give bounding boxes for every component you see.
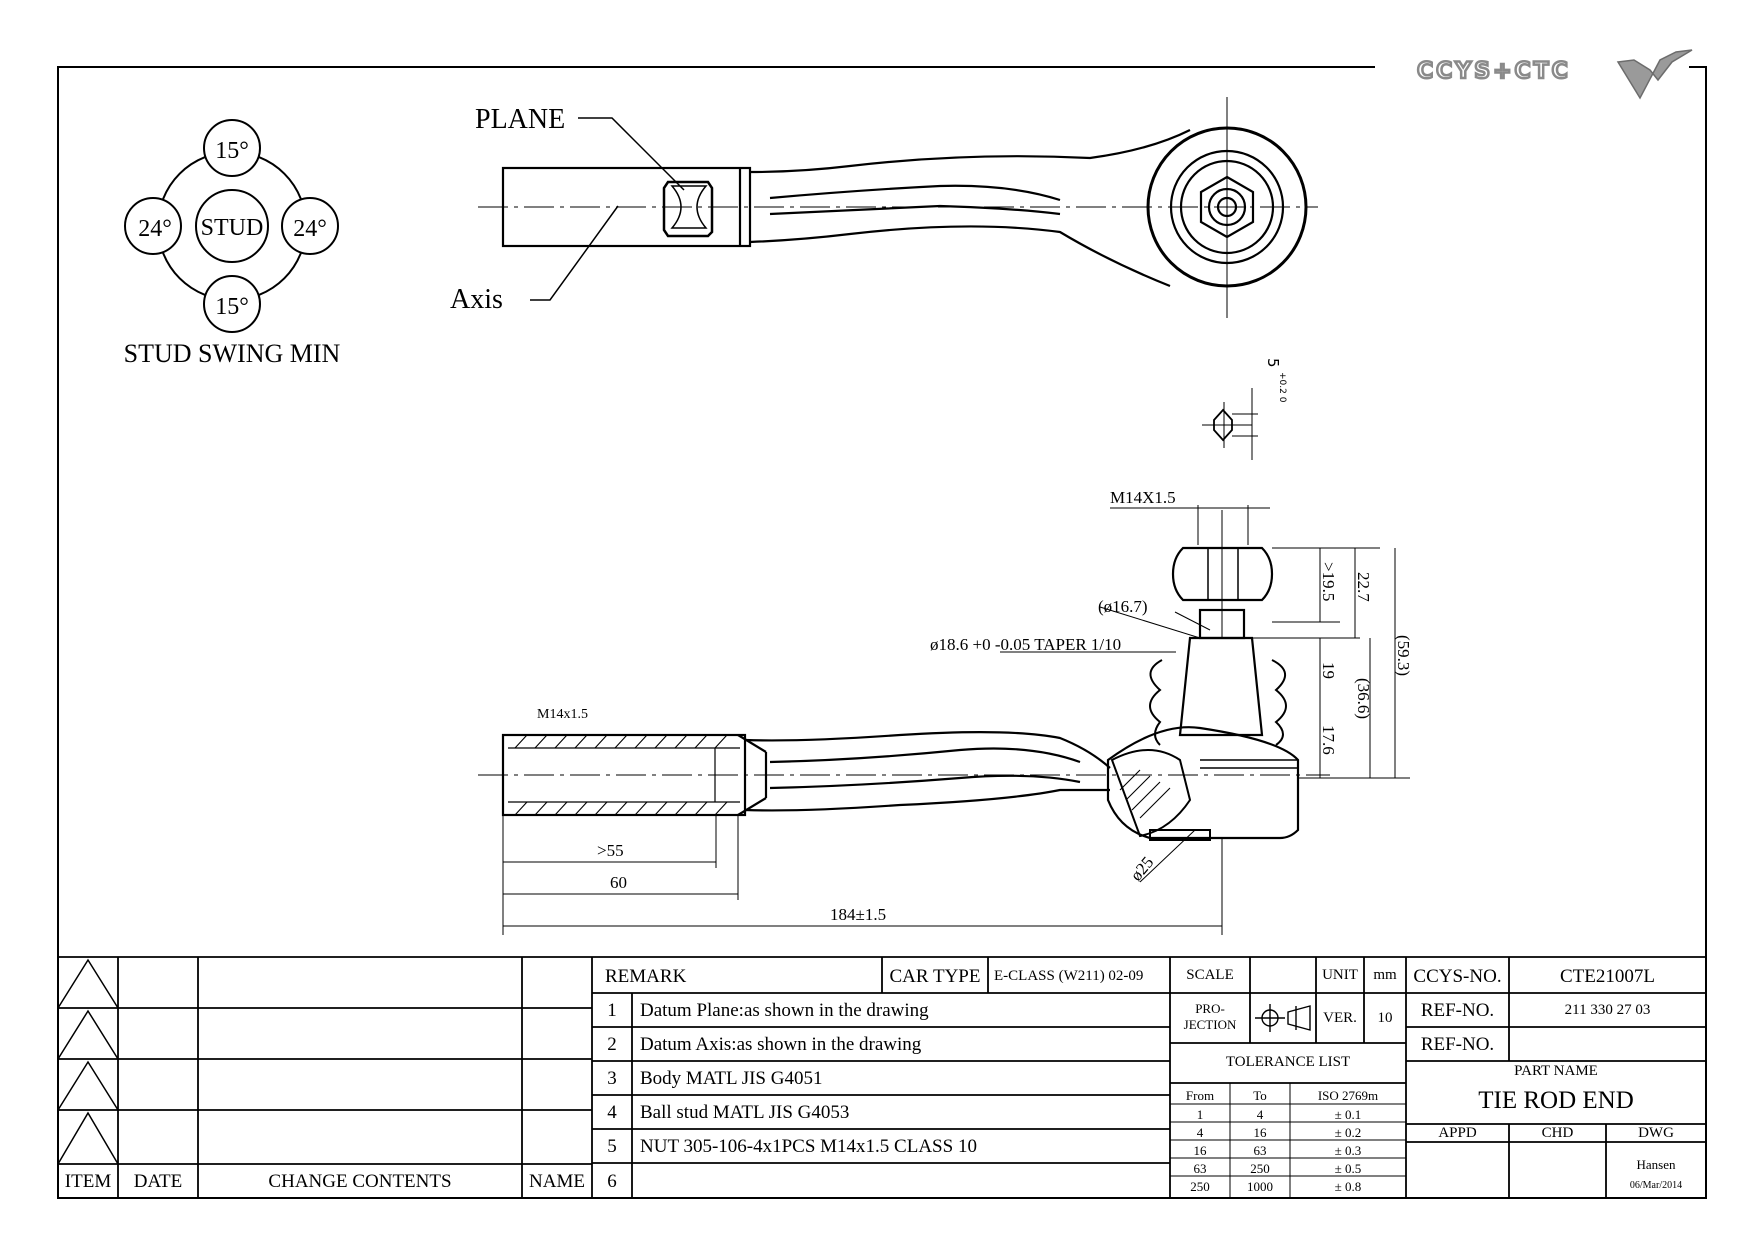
side-view-housing xyxy=(1106,726,1300,840)
logo-mark-icon xyxy=(1616,49,1693,100)
hex-socket-detail xyxy=(1202,388,1258,460)
stud-swing-diagram xyxy=(124,119,339,333)
nut-thread-dim: M14X1.5 xyxy=(1110,488,1176,507)
side-view-nut xyxy=(1171,546,1274,602)
height-dim-5: (36.6) xyxy=(1354,678,1373,719)
sheet-border xyxy=(57,66,1707,1199)
swing-left-circle xyxy=(124,197,182,255)
swing-right-circle xyxy=(281,197,339,255)
swing-top-circle xyxy=(203,119,261,177)
swing-bottom-label: 15° xyxy=(215,294,249,320)
swing-center-circle xyxy=(195,189,269,263)
side-view-drawing xyxy=(478,510,1330,841)
boot-dia-dim: ø25 xyxy=(1127,853,1158,885)
height-dim-1: >19.5 xyxy=(1319,562,1338,601)
hex-width-tol: +0.2 0 xyxy=(1277,372,1287,403)
swing-right-label: 24° xyxy=(293,216,327,242)
hex-width-dim: 5 xyxy=(1264,358,1282,368)
min-thread-dim: >55 xyxy=(597,841,624,860)
top-view-leaders xyxy=(530,117,685,301)
thread-length-dim: 60 xyxy=(610,873,627,892)
height-dim-2: 22.7 xyxy=(1354,572,1373,602)
top-view-shank xyxy=(501,166,752,248)
top-view-drawing xyxy=(478,97,1318,318)
brand-logo: CCYS+CTC xyxy=(1416,49,1693,100)
height-dim-3: 19 xyxy=(1319,662,1338,679)
swing-center-label: STUD xyxy=(201,215,264,241)
plane-label: PLANE xyxy=(475,104,565,135)
axis-label: Axis xyxy=(450,284,503,315)
section-hatching xyxy=(514,734,1171,819)
top-view-hex xyxy=(1199,175,1255,239)
swing-bottom-circle xyxy=(203,275,261,333)
inner-thread-dim: M14x1.5 xyxy=(537,707,588,722)
height-dim-4: 17.6 xyxy=(1319,725,1338,755)
projection-symbol-icon xyxy=(1255,1004,1311,1032)
title-block-grid xyxy=(57,956,1706,1198)
swing-top-label: 15° xyxy=(215,138,249,164)
swing-left-label: 24° xyxy=(138,216,172,242)
side-view-dimensions xyxy=(502,505,1410,935)
neck-dia-dim: (ø16.7) xyxy=(1098,597,1148,616)
logo-text: CCYS+CTC xyxy=(1417,59,1571,84)
side-view-ball-stud xyxy=(1178,636,1264,737)
overall-length-dim: 184±1.5 xyxy=(830,905,886,924)
swing-caption: STUD SWING MIN xyxy=(124,339,341,368)
taper-dim: ø18.6 +0 -0.05 TAPER 1/10 xyxy=(930,635,1121,654)
top-view-ball-housing xyxy=(1146,126,1308,288)
height-dim-6: (59.3) xyxy=(1394,635,1413,676)
